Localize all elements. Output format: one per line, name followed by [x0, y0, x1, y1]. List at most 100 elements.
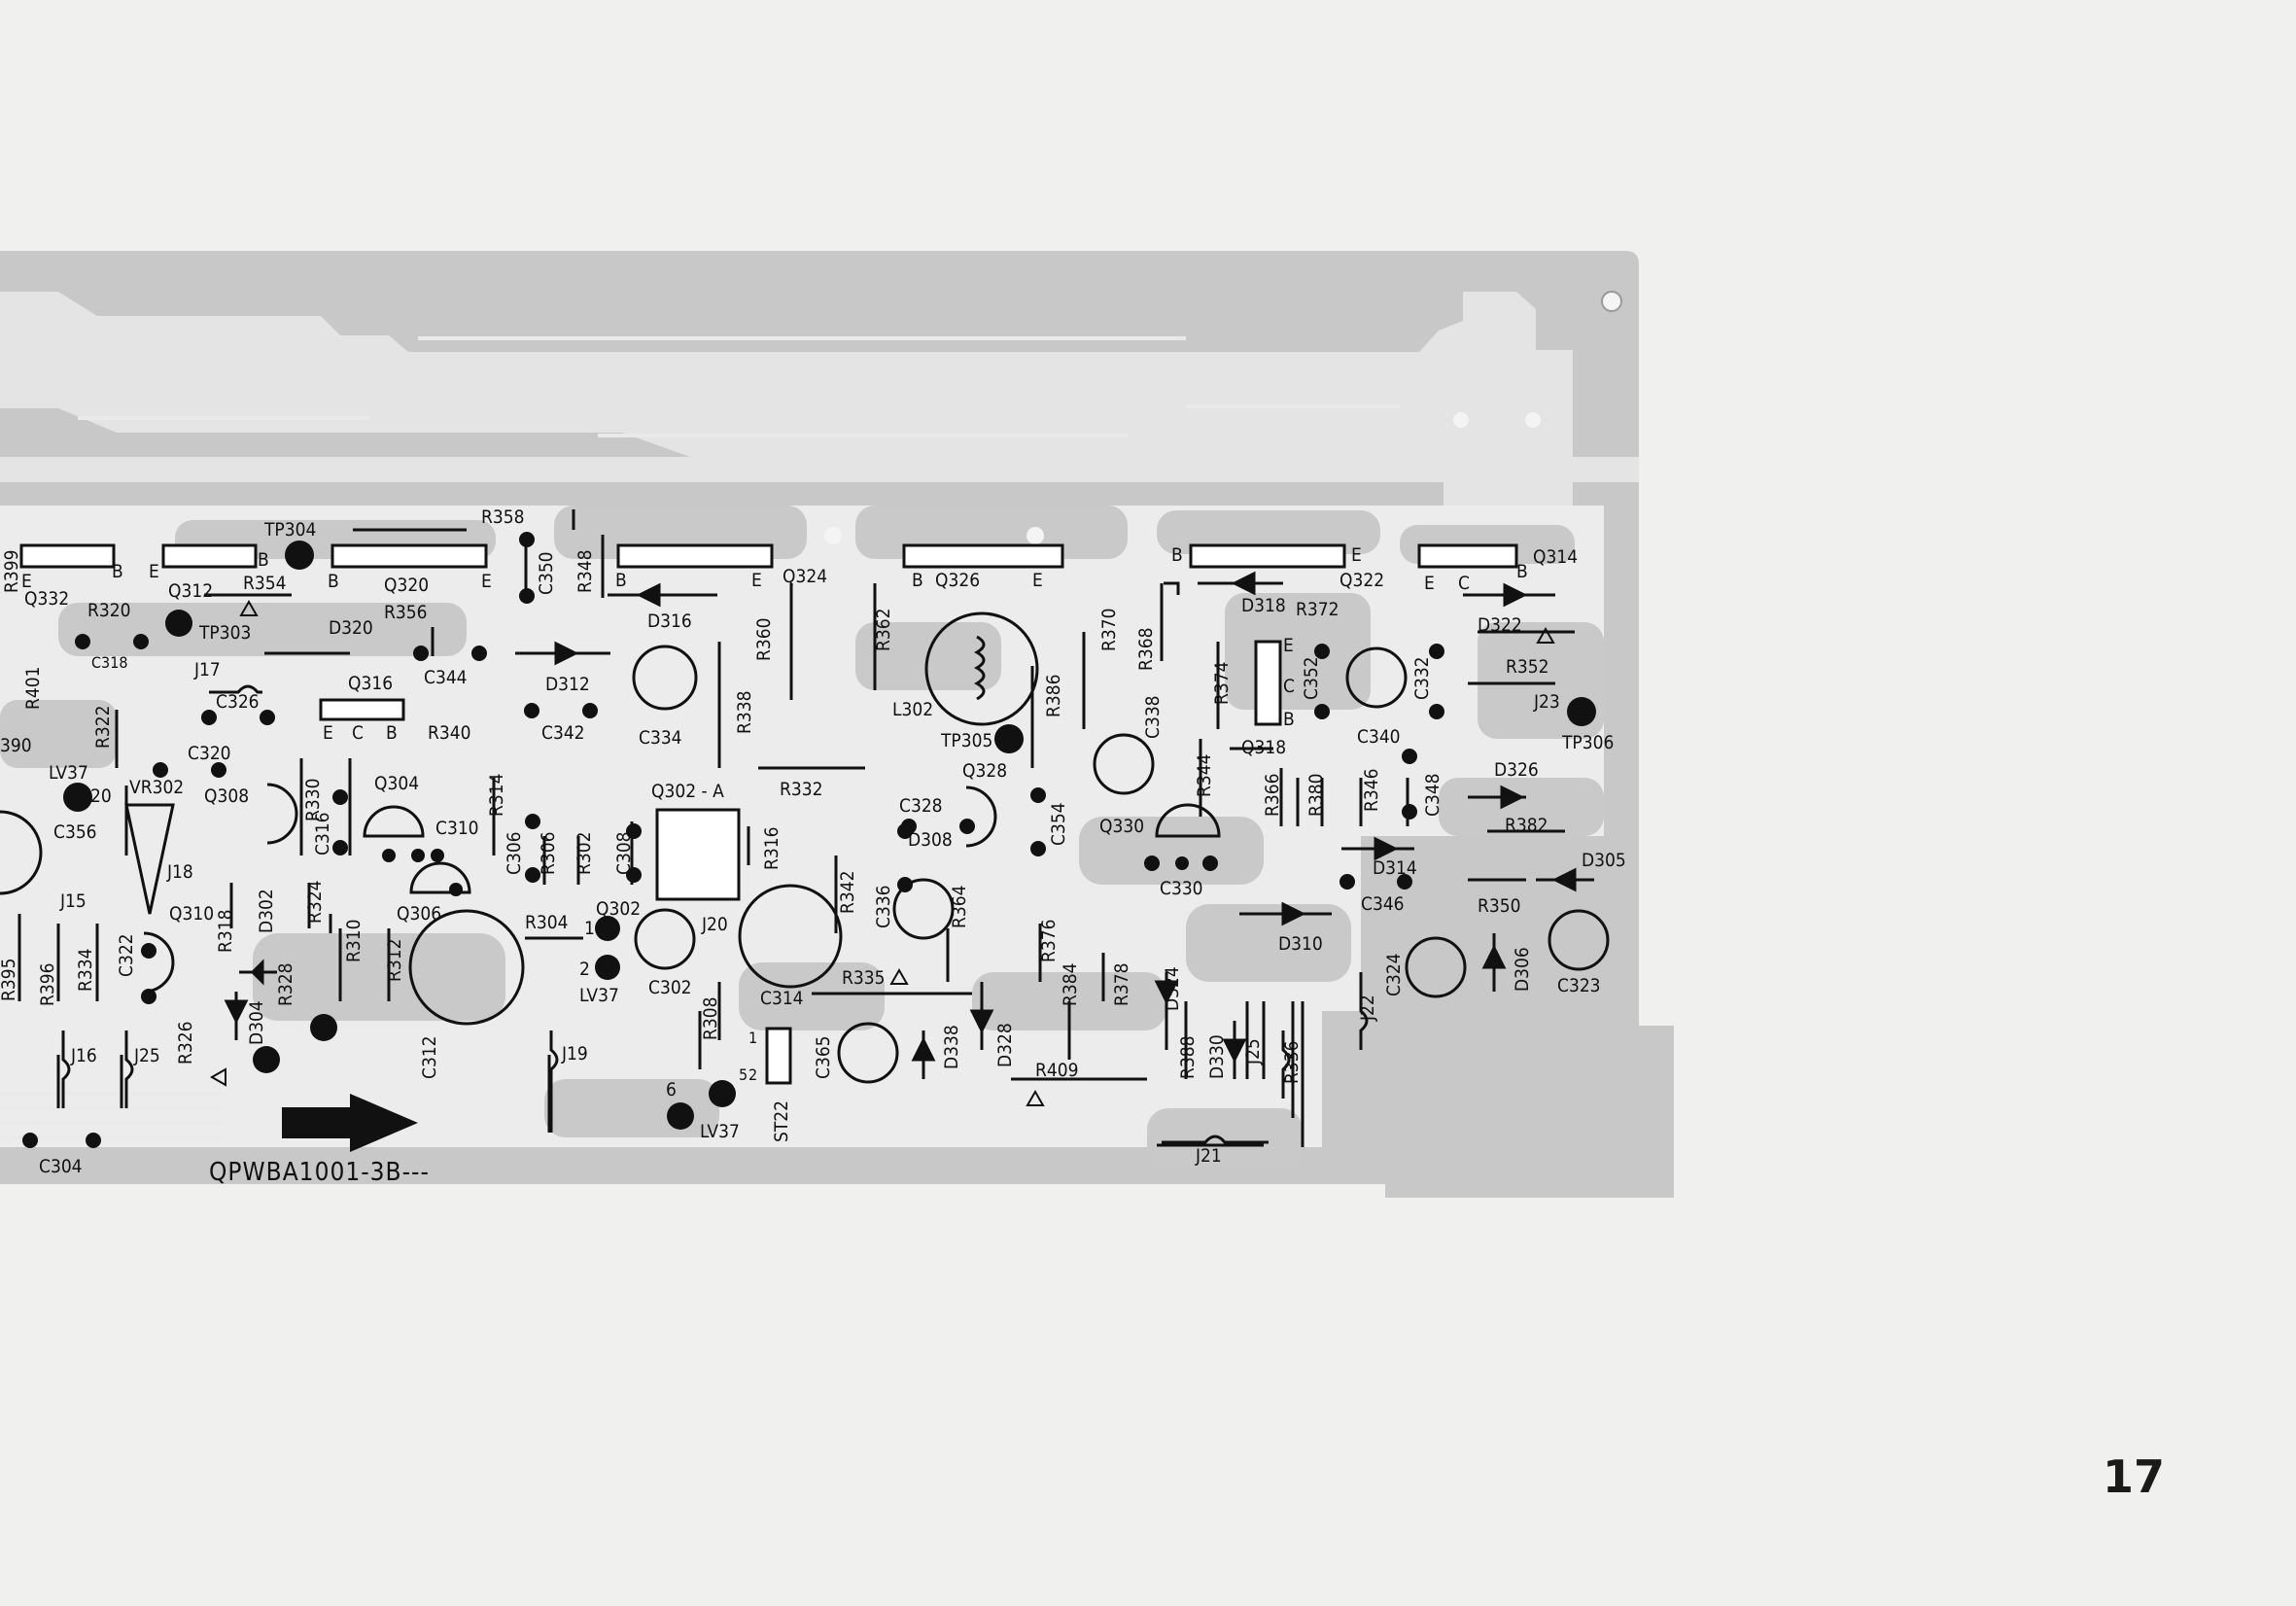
label-c348: C348: [1422, 773, 1444, 817]
component-labels: TP304 R358 C350 R348 R399 E B E B Q312 R…: [0, 506, 1626, 1177]
label-d308: D308: [908, 829, 953, 851]
label-r352: R352: [1506, 656, 1549, 678]
label-r348: R348: [574, 550, 596, 594]
label-r312: R312: [384, 939, 405, 983]
label-q304: Q304: [374, 773, 419, 794]
st22-body: [765, 1027, 792, 1085]
label-r330: R330: [302, 779, 324, 822]
label-tp303: TP303: [198, 622, 251, 644]
label-r316: R316: [761, 827, 783, 871]
label-r308: R308: [700, 997, 721, 1041]
label-d306: D306: [1512, 947, 1533, 992]
label-r401: R401: [22, 667, 44, 711]
label-r384: R384: [1060, 963, 1081, 1007]
label-c336: C336: [873, 885, 894, 928]
label-tp305: TP305: [940, 730, 992, 751]
label-r364: R364: [949, 886, 970, 929]
label-e7: E: [1283, 635, 1294, 656]
label-r334: R334: [75, 949, 96, 993]
label-tp306: TP306: [1561, 732, 1614, 753]
label-pin5: 5: [739, 1065, 748, 1084]
label-j18: J18: [166, 861, 193, 883]
label-q324: Q324: [783, 566, 827, 587]
label-r374: R374: [1211, 662, 1233, 706]
label-l302: L302: [892, 699, 933, 720]
label-c328: C328: [899, 795, 943, 817]
label-q314: Q314: [1533, 546, 1578, 568]
vr302-body: [0, 810, 43, 895]
label-r380: R380: [1305, 774, 1327, 818]
label-c322: C322: [116, 933, 137, 977]
label-c334: C334: [639, 727, 682, 749]
label-r372: R372: [1296, 599, 1339, 620]
label-e5: E: [1032, 570, 1043, 591]
label-r370: R370: [1098, 609, 1120, 652]
copper-traces: [0, 336, 1400, 1139]
label-q312: Q312: [168, 580, 213, 602]
label-lv37c: LV37: [700, 1121, 740, 1142]
q322-body: [1189, 543, 1346, 569]
label-c344: C344: [424, 667, 468, 688]
label-pin1: 1: [584, 918, 595, 939]
label-r382: R382: [1505, 815, 1548, 836]
label-c326: C326: [216, 691, 260, 713]
q320-body: [330, 543, 488, 569]
q326-body: [902, 543, 1064, 569]
label-r388: R388: [1177, 1036, 1199, 1080]
label-c312: C312: [419, 1035, 440, 1079]
label-n390: 390: [0, 735, 32, 756]
label-r354: R354: [243, 573, 287, 594]
label-b3: B: [328, 571, 339, 592]
label-r304: R304: [525, 912, 569, 933]
label-r328: R328: [275, 963, 296, 1007]
label-c306: C306: [504, 831, 525, 875]
j20-coil: [738, 884, 843, 989]
label-d305: D305: [1582, 850, 1626, 871]
board-code: QPWBA1001-3B---: [209, 1158, 430, 1187]
label-r318: R318: [215, 910, 236, 954]
label-c354: C354: [1048, 802, 1069, 846]
label-r340: R340: [428, 722, 471, 744]
label-c4: C: [1283, 676, 1295, 697]
warning-icon: [209, 599, 1555, 1106]
label-d326: D326: [1494, 759, 1539, 781]
label-d338: D338: [941, 1025, 962, 1069]
label-q320: Q320: [384, 575, 429, 596]
label-r366: R366: [1262, 774, 1283, 818]
q318-body: [1254, 640, 1282, 726]
q314-body: [1417, 543, 1518, 569]
label-j17: J17: [193, 659, 221, 681]
label-d322: D322: [1478, 614, 1522, 636]
label-st22: ST22: [771, 1100, 792, 1142]
label-j25: J25: [133, 1045, 160, 1066]
label-c5: C: [1458, 573, 1470, 594]
label-r322: R322: [92, 706, 114, 750]
label-r396: R396: [37, 963, 58, 1007]
label-d330: D330: [1206, 1034, 1228, 1079]
label-r324: R324: [304, 881, 326, 925]
q312-body: [161, 543, 258, 569]
l302-coil: [924, 611, 1039, 726]
label-j15: J15: [59, 890, 87, 912]
label-c338: C338: [1142, 695, 1164, 739]
label-q332: Q332: [24, 588, 69, 610]
label-j25b: J25: [1242, 1038, 1264, 1065]
label-q330: Q330: [1099, 816, 1144, 837]
label-j22: J22: [1357, 995, 1378, 1022]
label-r335: R335: [842, 967, 886, 989]
label-c3: C: [352, 722, 364, 744]
pcb-board: [0, 251, 1674, 1198]
label-d318: D318: [1241, 595, 1286, 616]
label-c330: C330: [1160, 878, 1203, 899]
label-r336: R336: [1281, 1041, 1303, 1085]
label-c365: C365: [813, 1035, 834, 1079]
label-lv37b: LV37: [579, 985, 619, 1006]
label-r326: R326: [175, 1022, 196, 1065]
label-r360: R360: [753, 618, 775, 662]
label-r386: R386: [1043, 675, 1064, 718]
label-e2: E: [481, 571, 492, 592]
label-q310: Q310: [169, 903, 214, 925]
label-c346: C346: [1361, 893, 1405, 915]
c312-cap: [408, 909, 525, 1026]
label-j19: J19: [561, 1043, 588, 1065]
